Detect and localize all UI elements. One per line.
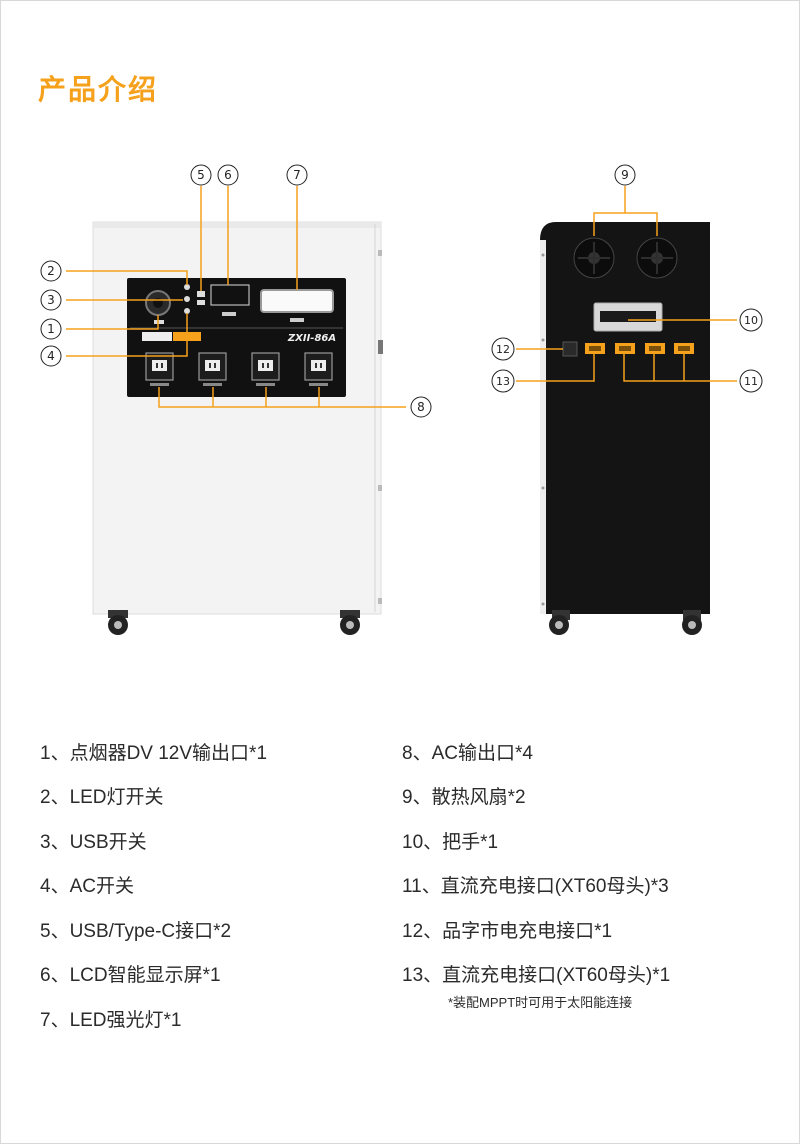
led-switch-icon: [184, 284, 190, 290]
feature-item: 12、品字市电充电接口*1: [402, 921, 613, 942]
back-callout-lines: [516, 186, 737, 382]
fan-icon: [636, 237, 678, 279]
back-unit: [540, 222, 710, 635]
front-wheel-right-icon: [340, 610, 360, 635]
callout-5: 5: [197, 168, 205, 182]
page-title: 产品介绍: [38, 73, 159, 106]
back-wheel-left-icon: [549, 610, 570, 635]
fan-icon: [573, 237, 615, 279]
callout-9: 9: [621, 168, 629, 182]
feature-item: 8、AC输出口*4: [402, 743, 533, 764]
feature-item: 3、USB开关: [40, 832, 147, 853]
led-light: [260, 289, 334, 313]
feature-item: 13、直流充电接口(XT60母头)*1: [402, 965, 671, 986]
product-diagram: ZXII-86A: [40, 164, 763, 635]
ac-outlets: [145, 352, 333, 386]
callout-6: 6: [224, 168, 232, 182]
ac-outlet-icon: [251, 352, 280, 386]
ac-outlet-icon: [304, 352, 333, 386]
feature-item: 1、点烟器DV 12V输出口*1: [40, 743, 268, 764]
callout-8: 8: [417, 400, 425, 414]
front-unit: ZXII-86A: [92, 221, 383, 635]
mains-port-icon: [562, 341, 578, 357]
lcd-screen: [210, 284, 250, 306]
callout-7: 7: [293, 168, 301, 182]
front-callout-lines: [66, 186, 406, 408]
feature-item: 5、USB/Type-C接口*2: [40, 921, 232, 942]
ac-switch-icon: [184, 308, 190, 314]
ac-outlet-icon: [145, 352, 174, 386]
front-wheel-left-icon: [108, 610, 128, 635]
type-c-port-icon: [197, 300, 205, 305]
usb-switch-icon: [184, 296, 190, 302]
mppt-note: *装配MPPT时可用于太阳能连接: [448, 995, 633, 1010]
callout-11: 11: [744, 375, 758, 388]
callout-2: 2: [47, 264, 55, 278]
feature-item: 6、LCD智能显示屏*1: [40, 965, 221, 986]
ac-outlet-icon: [198, 352, 227, 386]
callout-1: 1: [47, 322, 55, 336]
callout-4: 4: [47, 349, 55, 363]
feature-item: 2、LED灯开关: [40, 787, 164, 808]
feature-item: 4、AC开关: [40, 876, 134, 897]
feature-item: 7、LED强光灯*1: [40, 1010, 182, 1031]
feature-item: 10、把手*1: [402, 832, 499, 853]
feature-item: 9、散热风扇*2: [402, 787, 526, 808]
back-wheel-right-icon: [682, 610, 702, 635]
brand-label: ZXII-86A: [287, 333, 336, 344]
usb-port-icon: [197, 291, 205, 297]
callout-12: 12: [496, 343, 510, 356]
callout-10: 10: [744, 314, 758, 327]
callout-13: 13: [496, 375, 510, 388]
feature-item: 11、直流充电接口(XT60母头)*3: [402, 876, 669, 897]
callout-3: 3: [47, 293, 55, 307]
